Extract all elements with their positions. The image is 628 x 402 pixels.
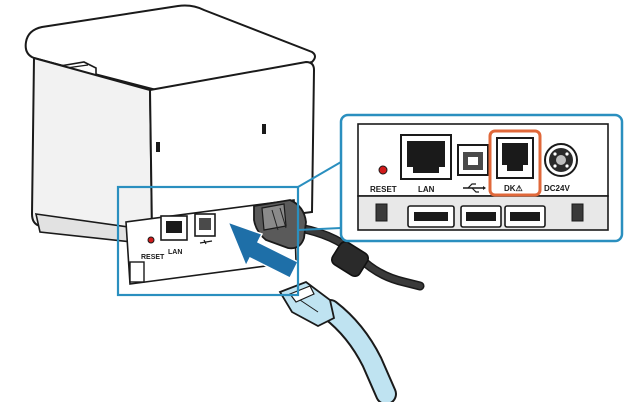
- reset-button-main: [147, 236, 155, 244]
- usb-icon-main: [199, 239, 213, 245]
- zoom-inset: RESET LAN DK⚠ DC24V: [339, 113, 624, 243]
- dk-label-inset: DK⚠: [504, 184, 523, 193]
- ferrite-core: [331, 240, 369, 278]
- power-cable: [253, 199, 425, 291]
- dc-label-inset: DC24V: [544, 184, 570, 193]
- reset-label-main: RESET: [141, 254, 165, 261]
- printer-left-face: [30, 56, 154, 240]
- insert-arrow: [226, 220, 300, 280]
- dk-cable: [278, 280, 397, 402]
- lan-label-inset: LAN: [418, 185, 435, 194]
- printer-body: [24, 4, 316, 245]
- callout-line-bottom: [297, 227, 342, 231]
- slot-mark-left: [156, 142, 160, 152]
- port-highlight-frame: [116, 185, 300, 297]
- callout-line-top: [297, 161, 342, 188]
- reset-label-inset: RESET: [370, 185, 397, 194]
- slot-mark-right: [262, 124, 266, 134]
- reset-button-inset: [378, 165, 388, 175]
- printer-right-face: [148, 60, 316, 234]
- lan-label-main: LAN: [168, 249, 182, 256]
- inset-foot-left: [375, 203, 388, 222]
- arrow-icon: [226, 220, 300, 280]
- inset-foot-right: [571, 203, 584, 222]
- usb-icon: [463, 183, 486, 193]
